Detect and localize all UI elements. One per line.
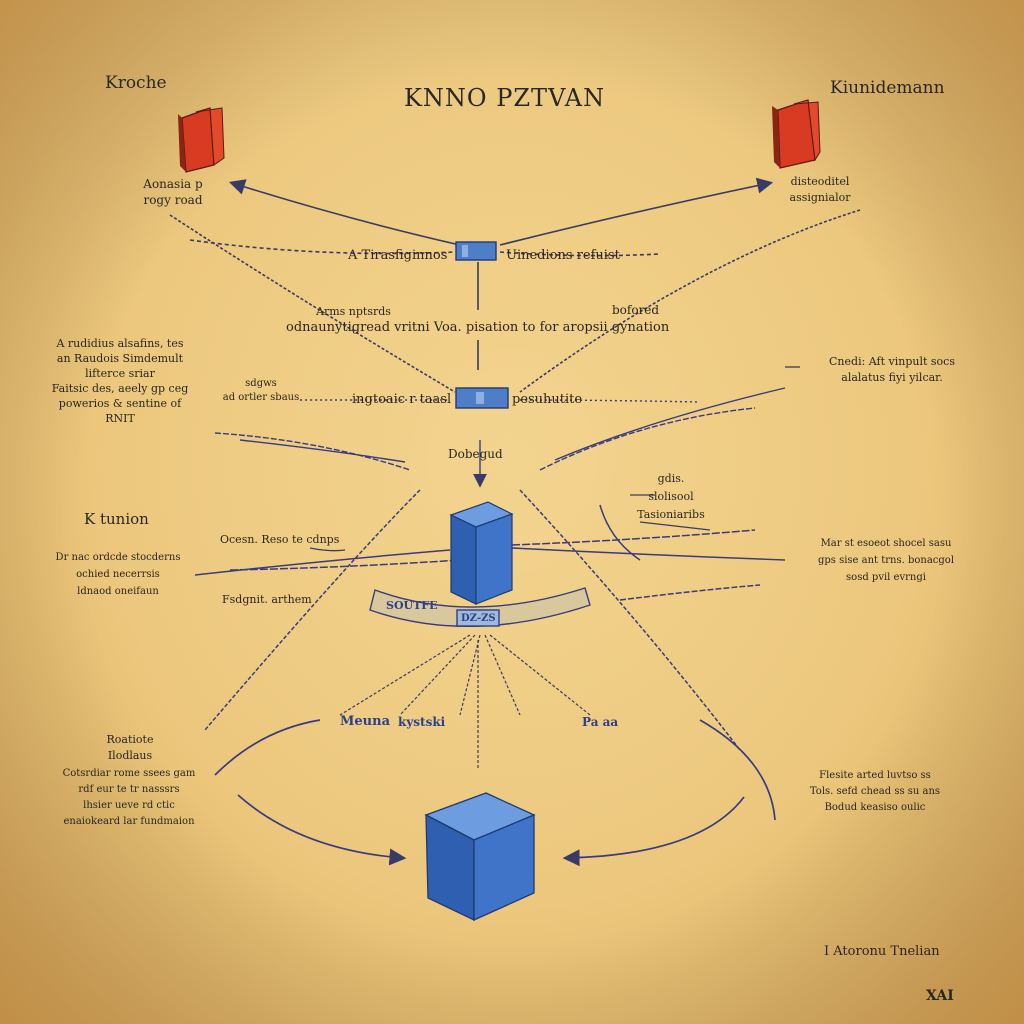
diagram-title: KNNO PZTVAN — [404, 84, 606, 112]
pointer-lines — [309, 366, 800, 552]
top-small-left: Arms nptsrds — [316, 305, 391, 318]
red-book-icon — [178, 107, 225, 173]
left-lower-header: Roatiote Ilodlaus — [106, 733, 154, 762]
corner-label-top-right: Kiunidemann — [830, 78, 945, 98]
top-right-note: disteoditel assignialor — [789, 175, 851, 204]
belt-label: DZ-ZS — [461, 613, 496, 624]
signature: XAI — [926, 988, 954, 1004]
top-small-right: bofored — [612, 303, 660, 317]
middle-lines — [194, 489, 786, 751]
blue-bar-icon — [455, 387, 509, 409]
blue-cube-icon — [424, 792, 536, 922]
fan-label: Pa aa — [582, 715, 619, 729]
right-stack-label: gdis. slolisool Tasioniaribs — [637, 472, 705, 521]
right-lower-paragraph: Flesite arted luvtso ss Tols. sefd chead… — [809, 770, 941, 813]
blue-cube-icon — [449, 501, 514, 605]
center-bar-label: ingtoaic r taasl — [352, 392, 452, 407]
belt-label: SOUTFE — [386, 599, 438, 612]
bottom-arrows — [214, 719, 776, 867]
left-middle-paragraph: Dr nac ordcde stocderns ochied necerrsis… — [55, 552, 181, 597]
center-bar-label-right: pesuhutite — [512, 392, 583, 407]
center-arrow-label: Dobegud — [448, 447, 503, 461]
left-lower-paragraph: Cotsrdiar rome ssees gam rdf eur te tr n… — [62, 768, 196, 827]
corner-label-top-left: Kroche — [105, 73, 167, 93]
left-paragraph: A rudidius alsafins, tes an Raudois Simd… — [51, 337, 189, 425]
top-left-note: Aonasia p rogy road — [143, 177, 203, 207]
left-bar-label: A Tirasfiginnos — [348, 248, 448, 263]
right-bar-label: Uinedions refuist — [506, 248, 620, 263]
blue-bar-icon — [455, 241, 497, 261]
corner-label-bottom-right: I Atoronu Tnelian — [824, 944, 940, 959]
right-paragraph: Cnedi: Aft vinpult socs alalatus fiyi yi… — [829, 355, 955, 384]
right-middle-paragraph: Mar st esoeot shocel sasu gps sise ant t… — [817, 538, 955, 583]
top-arrows — [169, 177, 861, 393]
fan-label: kystski — [398, 715, 446, 729]
belt-band — [369, 587, 591, 627]
left-middle-label-a: Ocesn. Reso te cdnps — [220, 533, 340, 546]
left-middle-label-b: Fsdgnit. arthem — [222, 593, 312, 606]
scribble-lines — [214, 387, 786, 488]
fan-lines — [339, 634, 591, 770]
left-small-label: sdgws ad ortler sbaus — [222, 378, 300, 403]
fan-label: Meuna — [340, 714, 390, 729]
red-book-icon — [772, 99, 821, 169]
middle-line: odnaunytigread vritni Voa. pisation to f… — [286, 320, 670, 335]
left-middle-header: K tunion — [84, 510, 149, 528]
